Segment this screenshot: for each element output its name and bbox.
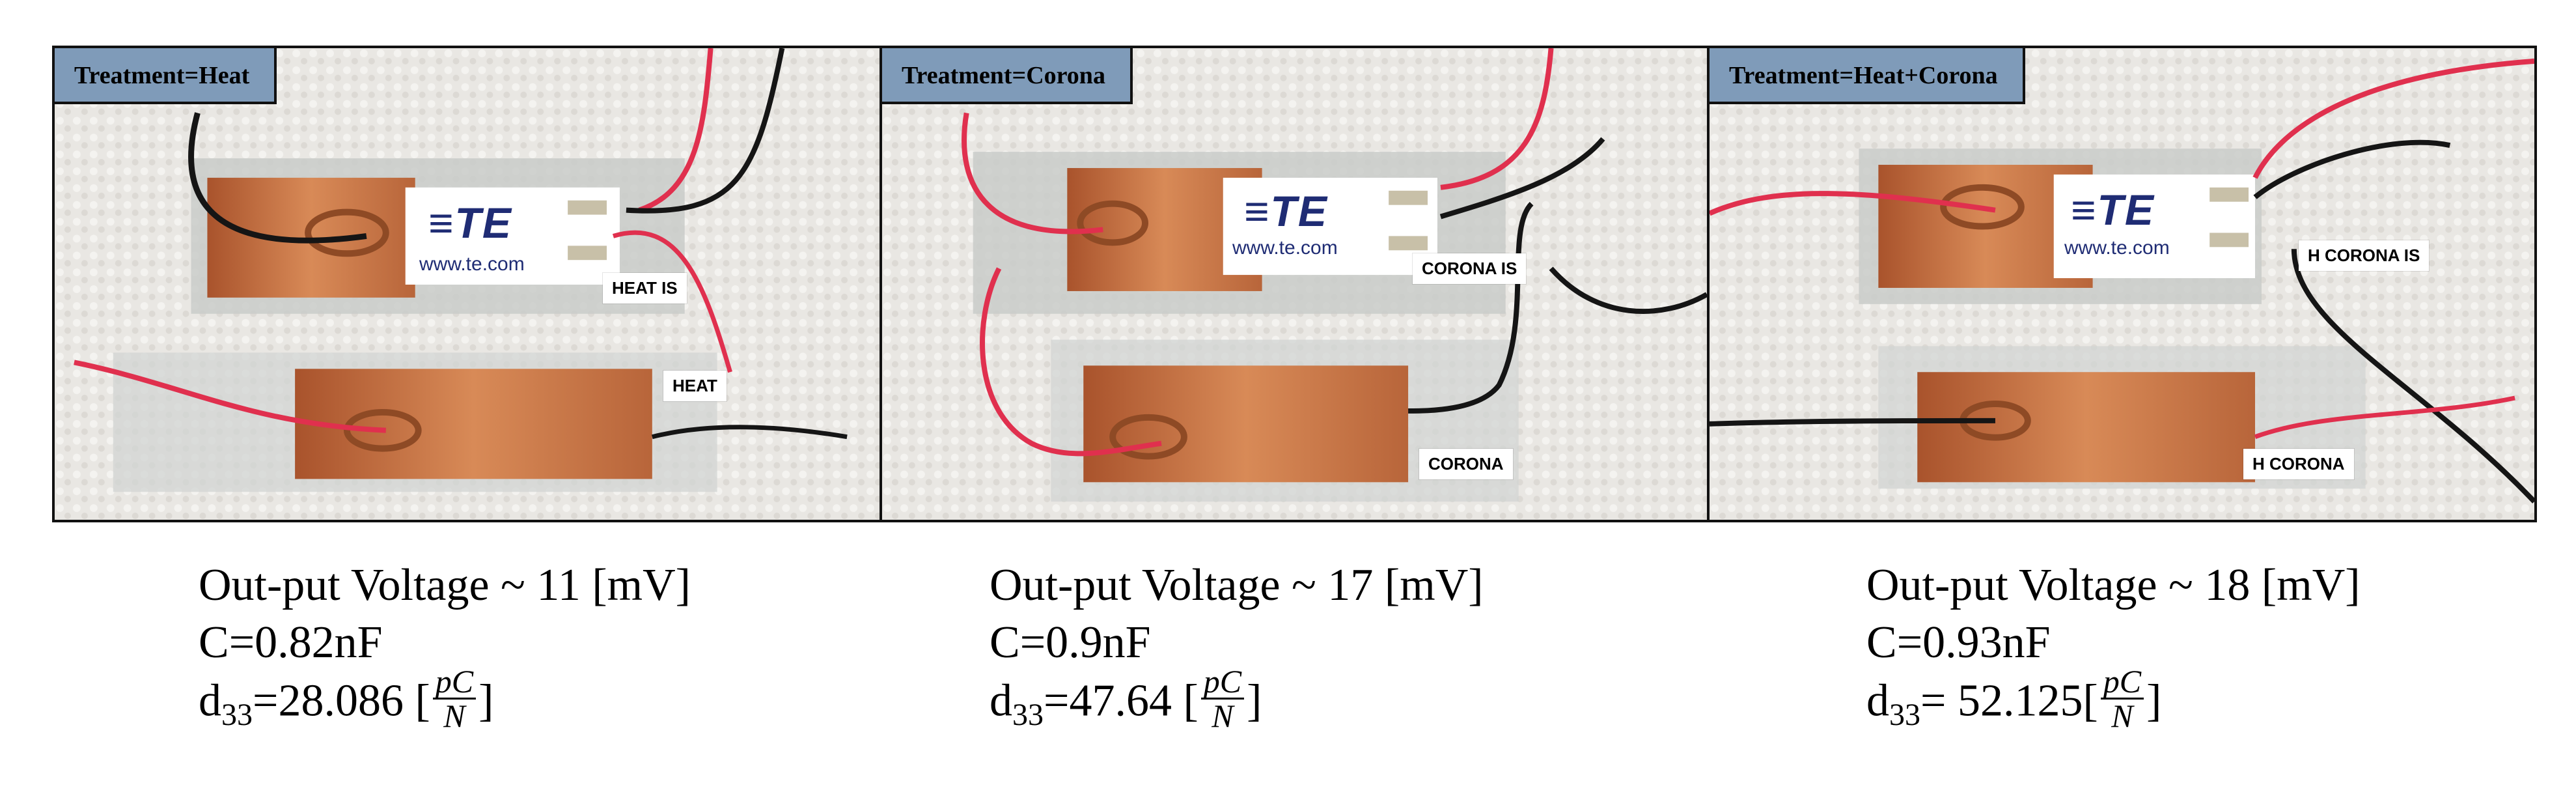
sample-tag-lower: H CORONA <box>2243 449 2354 479</box>
output-voltage: Out-put Voltage ~ 11 [mV] <box>199 560 691 610</box>
sample-tag-lower: HEAT <box>663 371 727 401</box>
sensor-photo-corona <box>882 48 1707 520</box>
photo-panel-heat-corona: Treatment=Heat+Corona ≡TE www.te.com H C… <box>1710 48 2534 520</box>
te-url: www.te.com <box>1232 237 1338 259</box>
caption-heat: Out-put Voltage ~ 11 [mV] C=0.82nF d33=2… <box>199 557 691 739</box>
unit-numerator: pC <box>2100 665 2144 700</box>
unit-numerator: pC <box>432 665 477 700</box>
te-logo: ≡TE <box>1244 187 1328 235</box>
d33-symbol: d <box>199 675 221 726</box>
d33-subscript: 33 <box>221 697 253 732</box>
unit-denominator: N <box>443 698 465 734</box>
unit-close-bracket: ] <box>1247 675 1262 726</box>
d33-subscript: 33 <box>1889 697 1920 732</box>
treatment-label: Treatment=Corona <box>882 48 1133 104</box>
sensor-photo-heat <box>55 48 879 520</box>
caption-heat-corona: Out-put Voltage ~ 18 [mV] C=0.93nF d33= … <box>1866 557 2361 739</box>
unit-numerator: pC <box>1200 665 1245 700</box>
te-logo: ≡TE <box>428 199 512 247</box>
output-voltage: Out-put Voltage ~ 17 [mV] <box>990 560 1484 610</box>
sample-tag-upper: HEAT IS <box>603 273 687 304</box>
photo-strip: Treatment=Heat ≡TE www.te.com HEAT IS HE… <box>52 46 2537 522</box>
unit-close-bracket: ] <box>478 675 494 726</box>
te-logo: ≡TE <box>2071 186 2155 234</box>
d33-number: =47.64 [ <box>1044 675 1198 726</box>
sample-tag-upper: H CORONA IS <box>2299 240 2430 271</box>
unit-denominator: N <box>2111 698 2133 734</box>
output-voltage: Out-put Voltage ~ 18 [mV] <box>1866 560 2361 610</box>
treatment-label: Treatment=Heat <box>55 48 277 104</box>
d33-subscript: 33 <box>1012 697 1044 732</box>
capacitance: C=0.93nF <box>1866 617 2051 668</box>
treatment-label: Treatment=Heat+Corona <box>1710 48 2025 104</box>
d33-number: =28.086 [ <box>253 675 430 726</box>
d33-number: = 52.125[ <box>1920 675 2098 726</box>
caption-corona: Out-put Voltage ~ 17 [mV] C=0.9nF d33=47… <box>990 557 1484 739</box>
capacitance: C=0.9nF <box>990 617 1151 668</box>
sample-tag-lower: CORONA <box>1419 449 1513 479</box>
te-url: www.te.com <box>2064 237 2170 259</box>
sample-tag-upper: CORONA IS <box>1413 253 1527 284</box>
capacitance: C=0.82nF <box>199 617 383 668</box>
unit-denominator: N <box>1212 698 1234 734</box>
d33-symbol: d <box>990 675 1012 726</box>
te-url: www.te.com <box>419 253 525 275</box>
photo-panel-corona: Treatment=Corona ≡TE www.te.com CORONA I… <box>882 48 1710 520</box>
photo-panel-heat: Treatment=Heat ≡TE www.te.com HEAT IS HE… <box>55 48 882 520</box>
sensor-photo-heat-corona <box>1710 48 2534 520</box>
unit-close-bracket: ] <box>2146 675 2162 726</box>
d33-symbol: d <box>1866 675 1889 726</box>
